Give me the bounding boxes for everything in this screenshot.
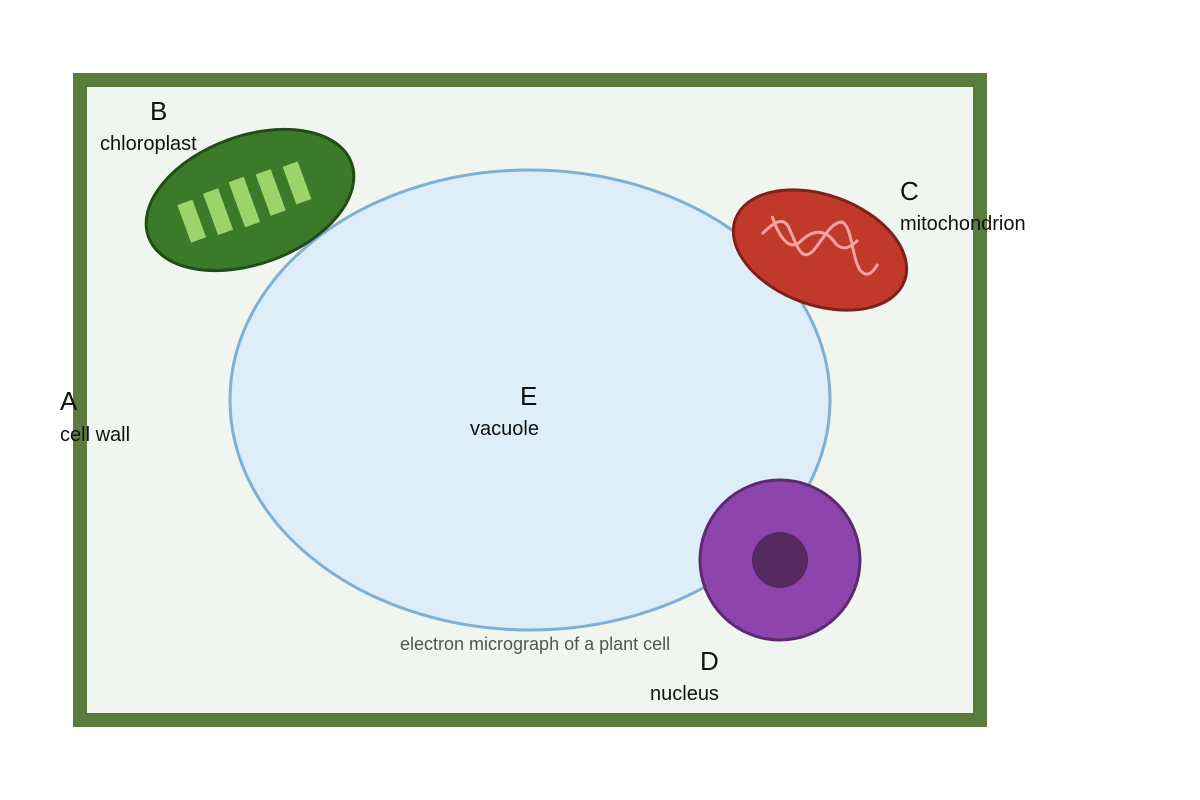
label-letter-chloroplast: B xyxy=(150,96,167,126)
nucleolus xyxy=(752,532,808,588)
label-name-nucleus: nucleus xyxy=(650,683,719,705)
vacuole xyxy=(228,168,832,632)
label-letter-cell-wall: A xyxy=(60,386,78,416)
label-name-mitochondrion: mitochondrion xyxy=(900,213,1026,235)
label-name-cell-wall: cell wall xyxy=(60,424,130,446)
cristae xyxy=(770,215,860,250)
label-letter-nucleus: D xyxy=(700,646,719,676)
thylakoid xyxy=(228,176,261,228)
thylakoid xyxy=(282,161,312,205)
thylakoid xyxy=(255,169,286,216)
thylakoid xyxy=(177,199,207,243)
label-letter-vacuole: E xyxy=(520,381,537,411)
mitochondrion xyxy=(731,188,909,312)
diagram-caption: electron micrograph of a plant cell xyxy=(400,634,670,654)
label-name-chloroplast: chloroplast xyxy=(100,133,197,155)
thylakoid xyxy=(203,188,234,236)
chloroplast xyxy=(144,127,356,273)
label-name-vacuole: vacuole xyxy=(470,418,539,440)
label-letter-mitochondrion: C xyxy=(900,176,919,206)
